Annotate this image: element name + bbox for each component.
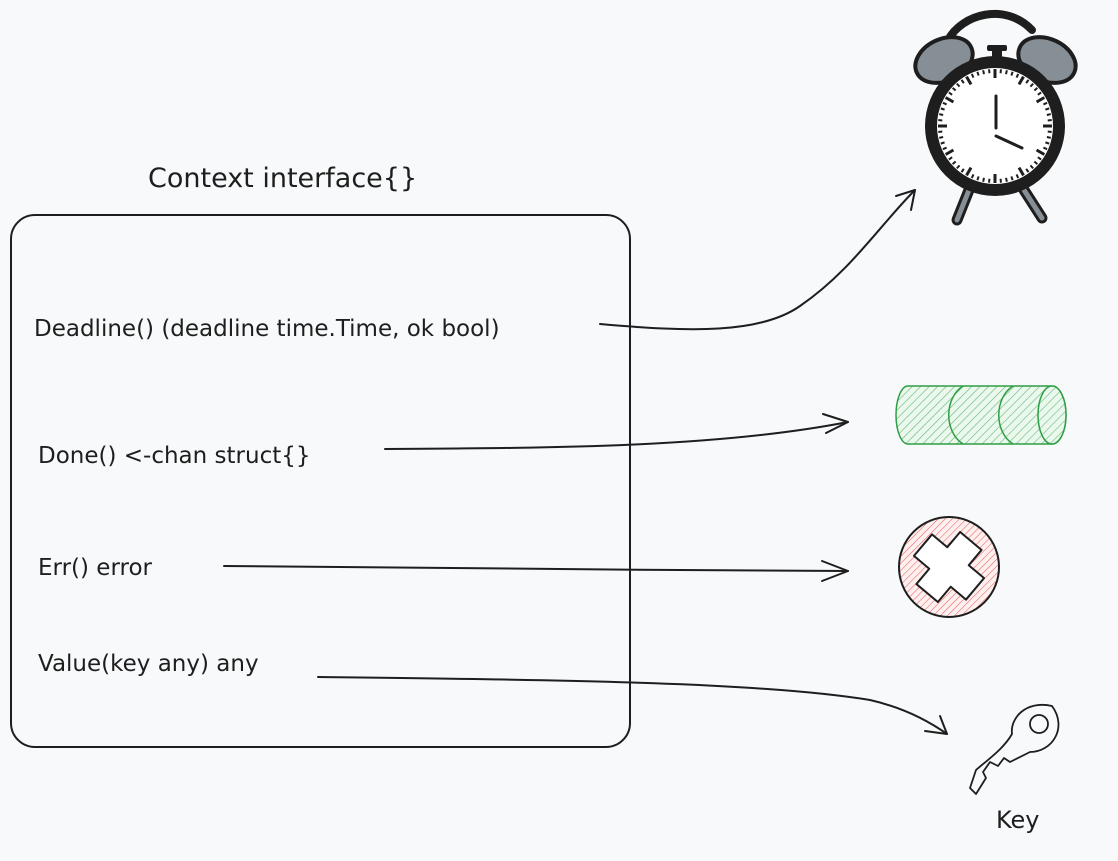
clock-tick: [1043, 101, 1048, 106]
clock-tick: [1046, 113, 1051, 116]
clock-tick: [1037, 156, 1042, 161]
clock-tick: [965, 75, 973, 86]
channel-pipe-icon: [895, 385, 1067, 445]
clock-tick: [942, 146, 947, 151]
method-value-label: Value(key any) any: [38, 651, 259, 677]
clock-tick: [970, 174, 975, 179]
error-badge-icon: [898, 516, 1000, 618]
clock-tick: [944, 96, 955, 104]
clock-tick: [951, 87, 957, 92]
clock-tick: [970, 73, 975, 78]
method-err-label: Err() error: [38, 555, 153, 581]
done-arrow: [384, 413, 849, 450]
clock-tick: [1033, 87, 1039, 92]
method-done-label: Done() <-chan struct{}: [38, 443, 311, 469]
clock-tick: [1045, 141, 1050, 145]
clock-tick: [976, 176, 980, 181]
clock-tick: [1025, 79, 1030, 84]
clock-tick: [939, 113, 944, 116]
method-deadline-label: Deadline() (deadline time.Time, ok bool): [34, 316, 500, 342]
value-arrow: [317, 676, 948, 735]
clock-tick: [951, 160, 957, 165]
clock-tick: [1010, 176, 1014, 181]
clock-tick: [1033, 160, 1039, 165]
deadline-arrow: [599, 189, 916, 331]
clock-tick: [956, 82, 961, 88]
clock-tick: [976, 71, 980, 76]
clock-tick: [1029, 164, 1034, 170]
clock-tick: [1046, 136, 1051, 139]
clock-tick: [1035, 96, 1046, 104]
clock-tick: [960, 79, 965, 84]
err-arrow: [223, 560, 849, 582]
clock-tick: [982, 70, 985, 75]
key-icon: [969, 703, 1060, 795]
clock-tick: [942, 101, 947, 106]
clock-tick: [1045, 107, 1050, 111]
alarm-clock-icon: [913, 10, 1078, 226]
clock-tick: [1037, 91, 1042, 96]
clock-tick: [1017, 75, 1025, 86]
interface-box: [10, 214, 631, 748]
interface-title: Context interface{}: [148, 163, 417, 194]
clock-tick: [965, 166, 973, 177]
key-caption: Key: [996, 806, 1040, 834]
clock-tick: [1029, 82, 1034, 88]
clock-tick: [1015, 73, 1020, 78]
clock-tick: [1017, 166, 1025, 177]
clock-tick: [960, 168, 965, 173]
clock-tick: [940, 141, 945, 145]
clock-tick: [1035, 148, 1046, 156]
clock-tick: [982, 177, 985, 182]
clock-tick: [1025, 168, 1030, 173]
clock-tick: [1005, 177, 1008, 182]
clock-tick: [948, 156, 953, 161]
clock-tick: [939, 136, 944, 139]
clock-tick: [948, 91, 953, 96]
clock-tick: [1005, 70, 1008, 75]
clock-tick: [944, 148, 955, 156]
clock-tick: [956, 164, 961, 170]
clock-tick: [1010, 71, 1014, 76]
clock-tick: [940, 107, 945, 111]
clock-tick: [1043, 146, 1048, 151]
clock-tick: [1015, 174, 1020, 179]
